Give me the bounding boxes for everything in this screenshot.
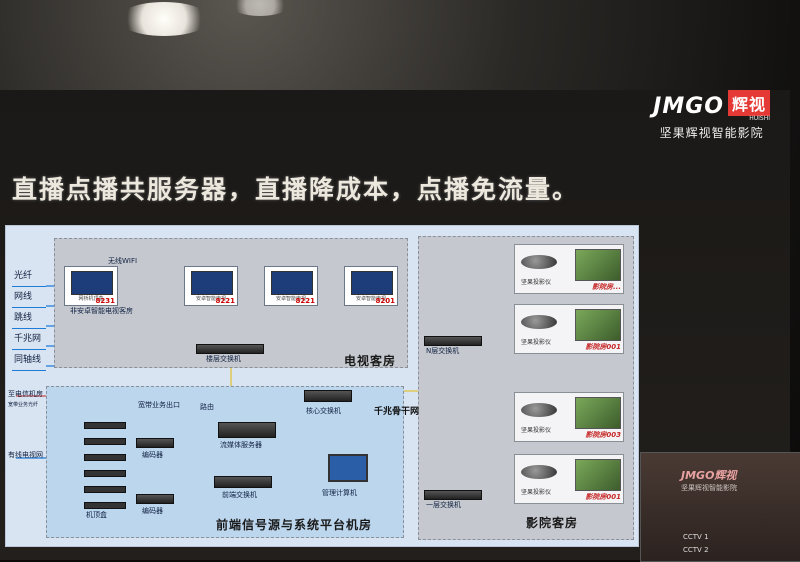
tv-screen [71, 271, 113, 295]
streaming-server [218, 422, 276, 438]
set-top-box [84, 486, 126, 493]
projector-icon [521, 315, 557, 329]
n-floor-switch-label: N层交换机 [426, 347, 460, 355]
floor-switch-label: 楼层交换机 [206, 355, 241, 363]
network-diagram: 光纤 网线 跳线 千兆网 同轴线 无线WIFI 网桥机顶盒 8231 非安卓智能… [5, 225, 639, 547]
first-floor-switch-label: 一层交换机 [426, 501, 461, 509]
set-top-box [84, 422, 126, 429]
legend-item: 网线 [12, 287, 46, 308]
cinema-screen [575, 249, 621, 281]
ceiling-light [230, 0, 290, 16]
tv-caption: 网桥机顶盒 [78, 296, 104, 302]
set-top-box-label: 机顶盒 [86, 511, 107, 519]
projector-caption: 坚果投影仪 [521, 427, 552, 434]
tv-device: 安卓智能电视 8201 [344, 266, 398, 306]
cinema-screen [575, 309, 621, 341]
headend-label: 前端信号源与系统平台机房 [216, 518, 373, 532]
encoder-label: 编码器 [142, 451, 163, 459]
cinema-screen [575, 459, 621, 491]
tv-number: 8221 [215, 297, 235, 305]
router-label: 路由 [200, 403, 214, 411]
streaming-label: 流媒体服务器 [220, 441, 262, 449]
first-floor-switch [424, 490, 482, 500]
ceiling-light [118, 2, 210, 36]
brand-logo-latin: HUISHI [749, 115, 770, 122]
isp-sub-label: 宽带业务光纤 [8, 402, 39, 408]
computer-label: 管理计算机 [322, 489, 357, 497]
tv-caption: 安卓智能电视 [275, 296, 306, 302]
tv-caption: 安卓智能电视 [195, 296, 226, 302]
encoder [136, 494, 174, 504]
tv-number: 8201 [375, 297, 395, 305]
legend-item: 同轴线 [12, 350, 46, 371]
encoder-label: 编码器 [142, 507, 163, 515]
cinema-room: 坚果投影仪 影院房003 [514, 392, 624, 442]
legend-item: 跳线 [12, 308, 46, 329]
tv-screen [191, 271, 233, 295]
headend-switch-label: 前端交换机 [222, 491, 257, 499]
cctv-brand: JMGO辉视 [681, 469, 737, 482]
n-floor-switch [424, 336, 482, 346]
wifi-label: 无线WIFI [108, 257, 138, 265]
cinema-hall-name: 影院房001 [585, 343, 621, 351]
brand-logo-text: JMGO [653, 94, 724, 119]
set-top-box [84, 454, 126, 461]
projector-caption: 坚果投影仪 [521, 279, 552, 286]
core-switch [304, 390, 352, 402]
brand-subtitle: 坚果辉视智能影院 [659, 126, 764, 140]
tv-number: 8221 [295, 297, 315, 305]
tv-caption: 安卓智能电视 [355, 296, 386, 302]
cctv-subtitle: 坚果辉视智能影院 [681, 484, 737, 492]
projector-caption: 坚果投影仪 [521, 489, 552, 496]
isp-label: 至电信机房 [8, 390, 43, 398]
projector-icon [521, 465, 557, 479]
encoder [136, 438, 174, 448]
cinema-hall-name: 影院房... [592, 283, 621, 291]
cable-label: 有线电视网 [8, 451, 43, 459]
tv-number: 8231 [95, 297, 115, 305]
set-top-box [84, 470, 126, 477]
cctv-channel: CCTV 1 [683, 533, 709, 541]
cinema-hall-name: 影院房003 [585, 431, 621, 439]
tv-room-label: 电视客房 [344, 354, 397, 368]
tv-extra-caption: 非安卓智能电视客房 [70, 307, 133, 315]
broadband-out-label: 宽带业务出口 [138, 401, 180, 409]
cinema-screen [575, 397, 621, 429]
cctv-channel: CCTV 2 [683, 546, 709, 554]
cctv-monitor: JMGO辉视 坚果辉视智能影院 CCTV 1 CCTV 2 [640, 452, 800, 562]
headend-switch [214, 476, 272, 488]
backbone-label: 千兆骨干网 [374, 407, 420, 417]
floor-switch [196, 344, 264, 354]
brand-logo-mark: 辉视 [727, 90, 770, 116]
cinema-hall-name: 影院房001 [585, 493, 621, 501]
tv-device: 网桥机顶盒 8231 [64, 266, 118, 306]
tv-device: 安卓智能电视 8221 [264, 266, 318, 306]
set-top-box [84, 502, 126, 509]
tv-device: 安卓智能电视 8221 [184, 266, 238, 306]
set-top-box [84, 438, 126, 445]
projector-icon [521, 403, 557, 417]
projector-caption: 坚果投影仪 [521, 339, 552, 346]
projector-icon [521, 255, 557, 269]
core-switch-label: 核心交换机 [306, 407, 341, 415]
legend-item: 光纤 [12, 266, 46, 287]
tv-screen [271, 271, 313, 295]
tv-screen [351, 271, 393, 295]
legend-item: 千兆网 [12, 329, 46, 350]
cable-legend: 光纤 网线 跳线 千兆网 同轴线 [12, 266, 46, 371]
cinema-room: 坚果投影仪 影院房... [514, 244, 624, 294]
cinema-label: 影院客房 [526, 516, 579, 530]
slide-headline: 直播点播共服务器，直播降成本，点播免流量。 [12, 175, 580, 204]
cinema-room: 坚果投影仪 影院房001 [514, 304, 624, 354]
cinema-room: 坚果投影仪 影院房001 [514, 454, 624, 504]
computer-icon [328, 454, 368, 482]
